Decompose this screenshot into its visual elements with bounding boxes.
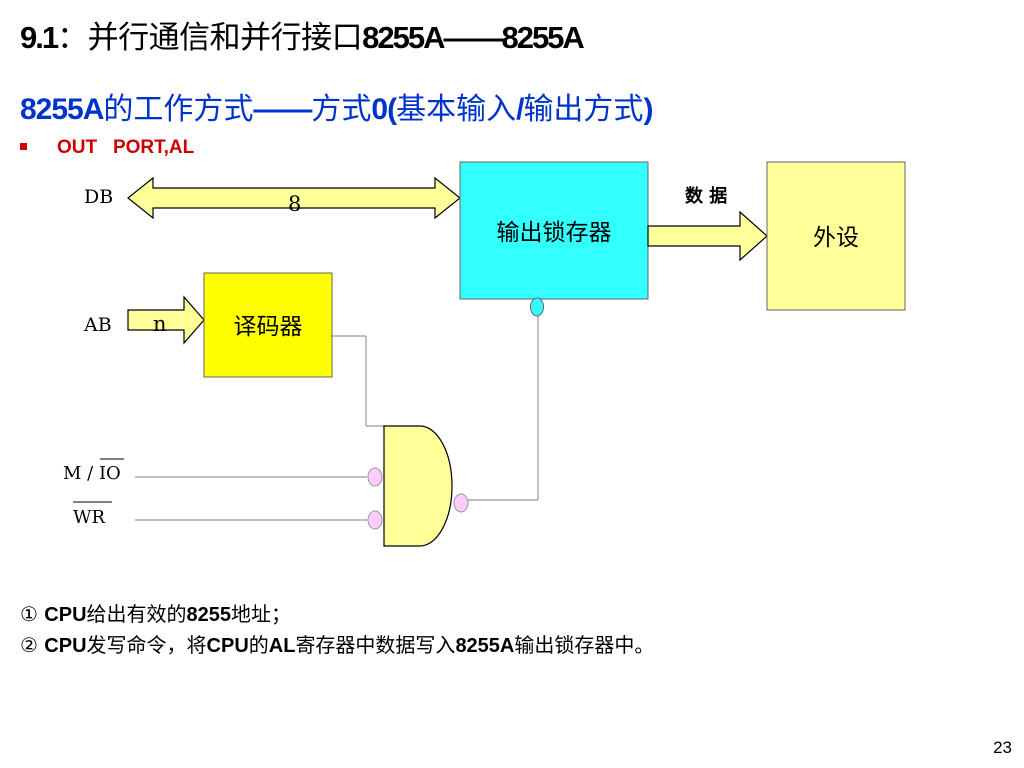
- subtitle-part: ): [643, 93, 653, 126]
- title-chip-name: 8255A——8255A: [362, 20, 585, 55]
- latch-clock-bubble: [530, 297, 544, 317]
- output-latch-label: 输出锁存器: [497, 220, 612, 246]
- db-width-label: 8: [288, 192, 301, 216]
- wr-label: WR: [73, 507, 106, 528]
- subtitle-part: 方式: [311, 92, 372, 127]
- note-part: 给出有效的: [86, 602, 187, 626]
- slide-title: 9.1：并行通信和并行接口8255A——8255A: [20, 12, 585, 57]
- subtitle-part: 输出方式: [523, 92, 644, 127]
- wr-inverter-bubble: [367, 510, 383, 530]
- subtitle-part: /: [516, 93, 524, 126]
- note-part: 地址；: [231, 602, 292, 626]
- instruction-text: OUT PORT,AL: [57, 137, 195, 158]
- data-out-arrow: [647, 210, 768, 262]
- output-latch-box: [459, 161, 649, 300]
- note-part: 寄存器中数据写入: [295, 633, 456, 657]
- subtitle-part: ——: [253, 93, 312, 126]
- step-note-1: ① CPU给出有效的8255地址；: [20, 598, 291, 627]
- ab-label: AB: [83, 314, 112, 336]
- note-part: 8255: [186, 604, 232, 626]
- port-output-diagram: DB 8 输出锁存器 数 据 外设 AB n 译码器 M / IO WR: [63, 161, 906, 547]
- title-section-number: 9.1: [20, 20, 59, 55]
- note-part: CPU: [44, 635, 87, 657]
- step-marker: ②: [20, 633, 38, 657]
- subtitle-part: 基本输入: [396, 92, 517, 127]
- ab-bus-arrow: [127, 295, 205, 345]
- mio-inverter-bubble: [367, 467, 383, 487]
- note-part: AL: [268, 635, 296, 657]
- note-part: CPU: [44, 604, 87, 626]
- note-part: 的: [248, 633, 269, 657]
- mio-label: M / IO: [63, 463, 121, 484]
- page-number: 23: [993, 738, 1012, 757]
- decoder-label: 译码器: [234, 314, 303, 340]
- ab-width-label: n: [153, 312, 167, 336]
- note-part: CPU: [206, 635, 249, 657]
- and-gate: [383, 425, 453, 547]
- subtitle-part: 的工作方式: [103, 92, 254, 127]
- step-marker: ①: [20, 602, 38, 626]
- step-note-2: ② CPU发写命令，将CPU的AL寄存器中数据写入8255A输出锁存器中。: [20, 629, 654, 658]
- data-arrow-label: 数 据: [685, 185, 727, 207]
- subtitle-part: 0(: [371, 93, 397, 126]
- slide-subtitle: 8255A的工作方式——方式0(基本输入/输出方式): [20, 84, 653, 128]
- note-part: 发写命令，将: [86, 633, 207, 657]
- title-text: ：并行通信和并行接口: [57, 20, 363, 56]
- subtitle-part: 8255A: [20, 93, 104, 126]
- instruction-bullet: OUT PORT,AL: [20, 137, 194, 159]
- peripheral-label: 外设: [813, 225, 859, 251]
- note-part: 8255A: [455, 635, 515, 657]
- gate-output-bubble: [453, 493, 469, 513]
- decoder-box: [203, 272, 333, 378]
- db-label: DB: [84, 186, 113, 208]
- bullet-square-icon: [20, 143, 27, 150]
- note-part: 输出锁存器中。: [514, 633, 655, 657]
- peripheral-box: [766, 161, 906, 311]
